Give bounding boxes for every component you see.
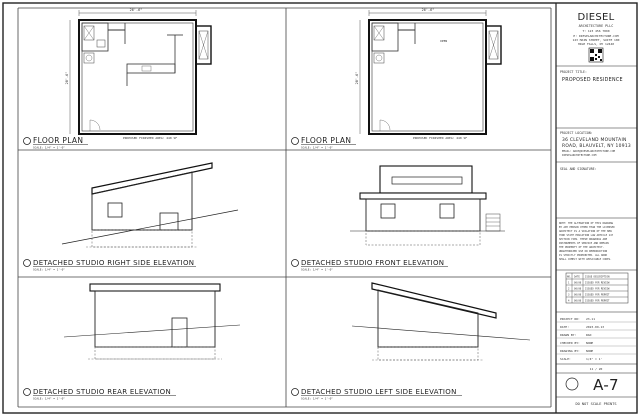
svg-text:2: 2	[568, 288, 570, 291]
svg-text:PROJECT LOCATION:: PROJECT LOCATION:	[560, 131, 593, 135]
view-title: FLOOR PLAN	[33, 136, 83, 145]
view-marker-icon	[291, 388, 299, 396]
svg-text:SCALE:: SCALE:	[560, 357, 571, 361]
svg-text:00/00: 00/00	[574, 288, 582, 291]
svg-text:00/00: 00/00	[574, 294, 582, 297]
svg-text:PROJECT NO:: PROJECT NO:	[560, 317, 580, 321]
svg-text:1/4" = 1': 1/4" = 1'	[586, 357, 602, 361]
svg-text:NO.: NO.	[567, 276, 571, 279]
view-marker-icon	[23, 137, 31, 145]
view-scale: SCALE: 1/4" = 1'-0"	[33, 146, 65, 150]
project-location: 36 CLEVELAND MOUNTAIN	[562, 137, 627, 143]
svg-text:ISSUED FOR PERMIT: ISSUED FOR PERMIT	[585, 294, 610, 297]
svg-text:BY ANY PERSON OTHER THAN THE L: BY ANY PERSON OTHER THAN THE LICENSED	[559, 225, 615, 229]
rear-elevation: DETACHED STUDIO REAR ELEVATION SCALE: 1/…	[23, 283, 241, 401]
view-title: DETACHED STUDIO REAR ELEVATION	[33, 388, 171, 396]
svg-text:28'-6": 28'-6"	[355, 72, 359, 85]
svg-text:28'-6": 28'-6"	[65, 72, 69, 85]
view-title: DETACHED STUDIO FRONT ELEVATION	[301, 259, 444, 267]
svg-text:23-11: 23-11	[586, 317, 595, 321]
view-scale: SCALE: 1/4" = 1'-0"	[301, 146, 333, 150]
svg-text:ISSUED FOR REVIEW: ISSUED FOR REVIEW	[585, 288, 610, 291]
left-side-elevation: DETACHED STUDIO LEFT SIDE ELEVATION SCAL…	[291, 282, 531, 401]
svg-text:3: 3	[568, 294, 570, 297]
view-title: FLOOR PLAN	[301, 136, 351, 145]
svg-text:DATE: DATE	[574, 276, 580, 279]
view-marker-icon	[23, 259, 31, 267]
project-title-label: PROJECT TITLE:	[560, 70, 587, 74]
svg-text:NONE: NONE	[586, 349, 593, 353]
svg-text:ROAD, BLAUVELT, NY 10913: ROAD, BLAUVELT, NY 10913	[562, 143, 631, 149]
view-title: DETACHED STUDIO RIGHT SIDE ELEVATION	[33, 259, 194, 267]
view-title: DETACHED STUDIO LEFT SIDE ELEVATION	[301, 388, 457, 396]
svg-text:123 MAIN STREET, SUITE 100: 123 MAIN STREET, SUITE 100	[573, 38, 620, 42]
firm-logo: DIESEL	[577, 12, 614, 23]
svg-text:00/00: 00/00	[574, 300, 582, 303]
issue-table: NO. DATE ISSUE DESCRIPTION 1 00/00 ISSUE…	[565, 272, 629, 304]
floor-plan-right: 26'-6" 28'-6" OPEN PROPOSED FINISHED ARE…	[291, 8, 502, 150]
svg-text:ARCHITECT IS A VIOLATION OF TH: ARCHITECT IS A VIOLATION OF THE NEW	[559, 229, 612, 233]
svg-text:SECTION 7209. THESE DRAWINGS A: SECTION 7209. THESE DRAWINGS ARE	[559, 237, 608, 241]
svg-text:INSTRUMENTS OF SERVICE AND REM: INSTRUMENTS OF SERVICE AND REMAIN	[559, 241, 609, 245]
svg-text:DRAWING BY:: DRAWING BY:	[560, 349, 580, 353]
front-elevation: DETACHED STUDIO FRONT ELEVATION SCALE: 1…	[291, 165, 505, 272]
svg-text:SHALL COMPLY WITH APPLICABLE C: SHALL COMPLY WITH APPLICABLE CODES.	[559, 257, 612, 261]
view-marker-icon	[291, 137, 299, 145]
footer-note: DO NOT SCALE PRINTS	[575, 402, 616, 406]
sheet-number: A-7	[593, 376, 619, 394]
view-scale: SCALE: 1/4" = 1'-0"	[33, 268, 65, 272]
svg-text:2023-09-13: 2023-09-13	[586, 325, 604, 329]
svg-text:YORK STATE EDUCATION LAW ARTIC: YORK STATE EDUCATION LAW ARTICLE 147	[559, 233, 614, 237]
svg-text:OPEN: OPEN	[440, 39, 447, 43]
seal-label: SEAL AND SIGNATURE:	[560, 167, 597, 171]
view-marker-icon	[291, 259, 299, 267]
right-side-elevation: DETACHED STUDIO RIGHT SIDE ELEVATION SCA…	[23, 162, 239, 272]
firm-subtitle: ARCHITECTURE PLLC	[579, 24, 614, 28]
sheet-count: 11 / 20	[590, 367, 603, 371]
project-info-table: PROJECT NO: 23-11 DATE: 2023-09-13 DRAWN…	[556, 317, 637, 361]
sheet-marker-icon	[565, 377, 579, 391]
project-title: PROPOSED RESIDENCE	[562, 77, 623, 83]
view-marker-icon	[23, 388, 31, 396]
svg-text:CHECKED BY:: CHECKED BY:	[560, 341, 580, 345]
floor-plan-left: 26'-6" 28'-6" PROPOSED FINISHED AREA:	[23, 8, 212, 150]
svg-text:DRAWN BY:: DRAWN BY:	[560, 333, 576, 337]
svg-text:ISSUE DESCRIPTION: ISSUE DESCRIPTION	[585, 276, 610, 279]
svg-text:1: 1	[568, 282, 570, 285]
svg-text:EMAIL: ARCH@DIESELARCHITECTURE: EMAIL: ARCH@DIESELARCHITECTURE.COM	[562, 149, 616, 153]
svg-text:4: 4	[568, 300, 570, 303]
svg-text:T: 123 456 7890: T: 123 456 7890	[582, 29, 609, 33]
svg-text:00/00: 00/00	[574, 282, 582, 285]
svg-text:NOTE: THE ALTERATION OF THIS D: NOTE: THE ALTERATION OF THIS DRAWING	[559, 221, 614, 225]
view-scale: SCALE: 1/4" = 1'-0"	[301, 268, 333, 272]
qr-code-icon	[588, 47, 604, 63]
svg-text:ISSUED FOR REVIEW: ISSUED FOR REVIEW	[585, 282, 610, 285]
svg-text:THE PROPERTY OF THE ARCHITECT.: THE PROPERTY OF THE ARCHITECT.	[559, 245, 604, 249]
svg-text:NONE: NONE	[586, 341, 593, 345]
svg-text:E: DIESELARCHITECTURE.COM: E: DIESELARCHITECTURE.COM	[573, 34, 618, 38]
svg-text:HIGH FALLS, NY 12440: HIGH FALLS, NY 12440	[578, 42, 614, 46]
svg-text:DIESELARCHITECTURE.COM: DIESELARCHITECTURE.COM	[562, 153, 597, 157]
svg-text:IS STRICTLY PROHIBITED. ALL WO: IS STRICTLY PROHIBITED. ALL WORK	[559, 253, 608, 257]
svg-text:26'-6": 26'-6"	[130, 8, 143, 12]
svg-text:26'-6": 26'-6"	[422, 8, 435, 12]
svg-text:DATE:: DATE:	[560, 325, 569, 329]
title-block: DIESEL ARCHITECTURE PLLC T: 123 456 7890…	[556, 12, 637, 406]
svg-text:UNAUTHORIZED USE OR REPRODUCTI: UNAUTHORIZED USE OR REPRODUCTION	[559, 249, 608, 253]
area-note: PROPOSED FINISHED AREA: 440 SF	[413, 136, 467, 140]
area-note: PROPOSED FINISHED AREA: 440 SF	[123, 136, 177, 140]
view-scale: SCALE: 1/4" = 1'-0"	[33, 397, 65, 401]
svg-text:RAD: RAD	[586, 333, 592, 337]
view-scale: SCALE: 1/4" = 1'-0"	[301, 397, 333, 401]
svg-text:ISSUED FOR PERMIT: ISSUED FOR PERMIT	[585, 300, 610, 303]
